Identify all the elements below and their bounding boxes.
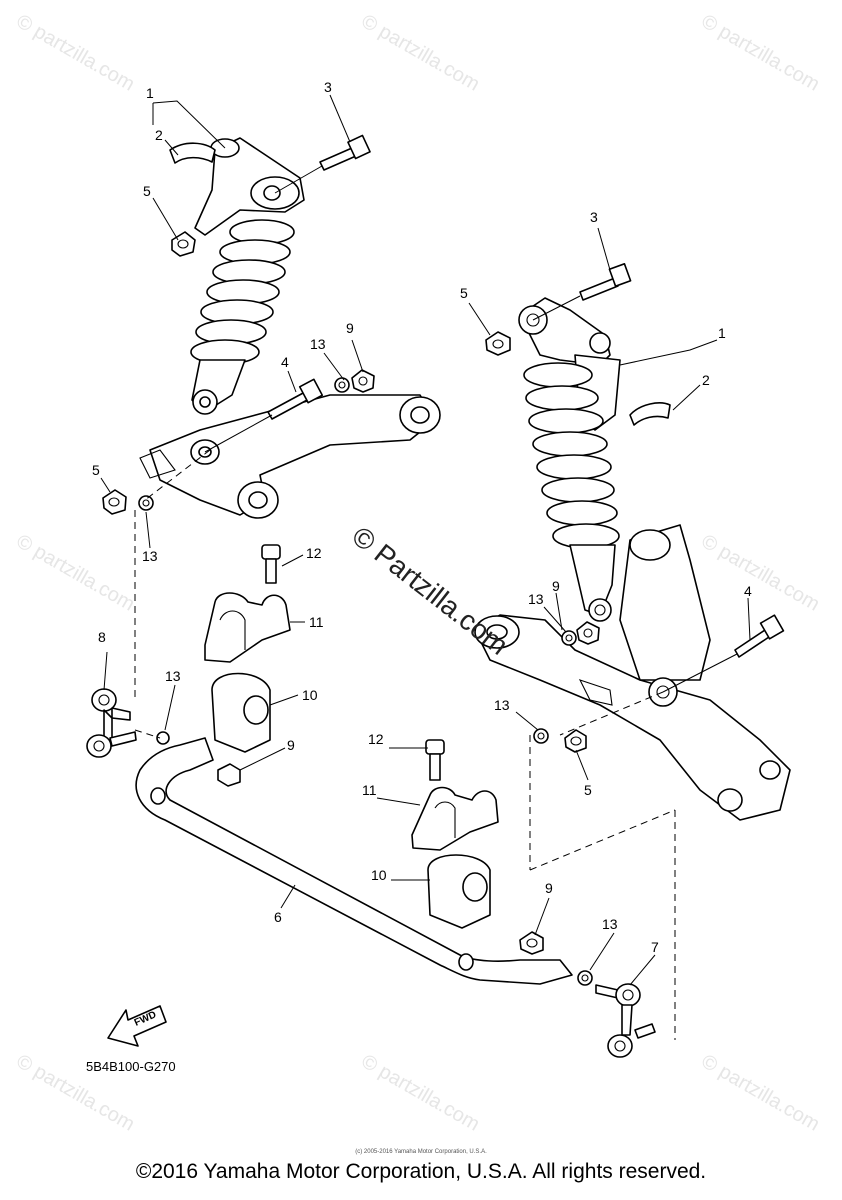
- leader-lines: [100, 94, 751, 986]
- fwd-arrow-icon: FWD: [107, 1005, 167, 1047]
- callout-5: 5: [143, 183, 151, 199]
- callout-9: 9: [552, 578, 560, 594]
- left-lower-nut: [102, 489, 154, 515]
- callout-12: 12: [306, 545, 322, 561]
- right-washer-nut: [561, 621, 600, 646]
- stabilizer-bar: [135, 737, 573, 985]
- left-upper-bolt: [274, 134, 371, 194]
- callout-13: 13: [494, 697, 510, 713]
- right-shock-absorber: [518, 297, 671, 622]
- callout-7: 7: [651, 939, 659, 955]
- right-ball-joint: [595, 983, 656, 1058]
- left-upper-nut: [171, 231, 196, 257]
- right-shock-spring: [523, 362, 620, 549]
- callout-10: 10: [302, 687, 318, 703]
- callout-13: 13: [165, 668, 181, 684]
- callout-5: 5: [460, 285, 468, 301]
- left-lower-arm: [139, 394, 441, 519]
- right-bushing: [427, 854, 491, 929]
- callout-6: 6: [274, 909, 282, 925]
- left-shock-absorber: [169, 137, 305, 415]
- callout-3: 3: [324, 79, 332, 95]
- callout-10: 10: [371, 867, 387, 883]
- watermark: © partzilla.com: [698, 530, 824, 615]
- callout-5: 5: [584, 782, 592, 798]
- callout-11: 11: [362, 782, 377, 798]
- watermark: © partzilla.com: [698, 10, 824, 95]
- right-holder: [411, 786, 499, 851]
- watermark: © partzilla.com: [698, 1050, 824, 1135]
- left-bushing: [211, 672, 271, 753]
- left-holder-bolt: [261, 544, 281, 584]
- left-lower-bolt: [204, 378, 324, 453]
- copyright-notice: ©2016 Yamaha Motor Corporation, U.S.A. A…: [135, 1160, 707, 1183]
- diagram-code: 5B4B100-G270: [86, 1059, 176, 1074]
- watermark: © partzilla.com: [13, 10, 139, 95]
- callout-11: 11: [309, 614, 324, 630]
- callout-labels: 1 2 3 5 13 9 4 5 13 12 11 8 13 10 9 6 3 …: [92, 79, 752, 955]
- right-lower-bolt: [662, 614, 785, 693]
- callout-9: 9: [545, 880, 553, 896]
- watermark: © partzilla.com: [358, 1050, 484, 1135]
- callout-12: 12: [368, 731, 384, 747]
- callout-2: 2: [155, 127, 163, 143]
- callout-8: 8: [98, 629, 106, 645]
- small-copyright: (c) 2005-2016 Yamaha Motor Corporation, …: [355, 1149, 487, 1155]
- callout-13: 13: [602, 916, 618, 932]
- left-ball-joint: [86, 688, 170, 758]
- callout-2: 2: [702, 372, 710, 388]
- left-holder: [204, 592, 291, 663]
- right-lower-arm: [474, 524, 791, 821]
- center-watermark: © Partzilla.com: [346, 520, 514, 661]
- right-stabilizer-nut: [519, 931, 593, 986]
- callout-3: 3: [590, 209, 598, 225]
- left-shock-spring: [190, 219, 295, 365]
- callout-4: 4: [281, 354, 289, 370]
- left-washer-nut: [334, 369, 375, 393]
- callout-9: 9: [346, 320, 354, 336]
- right-upper-nut: [485, 331, 511, 356]
- right-holder-bolt: [425, 739, 445, 781]
- right-upper-bolt: [532, 263, 632, 321]
- callout-4: 4: [744, 583, 752, 599]
- assembly-lines: [134, 449, 676, 1040]
- watermark: © partzilla.com: [358, 10, 484, 95]
- callout-1: 1: [146, 85, 154, 101]
- callout-5: 5: [92, 462, 100, 478]
- callout-13: 13: [142, 548, 158, 564]
- callout-13: 13: [528, 591, 544, 607]
- callout-9: 9: [287, 737, 295, 753]
- callout-1: 1: [718, 325, 726, 341]
- right-lower-nut: [533, 728, 587, 753]
- callout-13: 13: [310, 336, 326, 352]
- watermark: © partzilla.com: [13, 530, 139, 615]
